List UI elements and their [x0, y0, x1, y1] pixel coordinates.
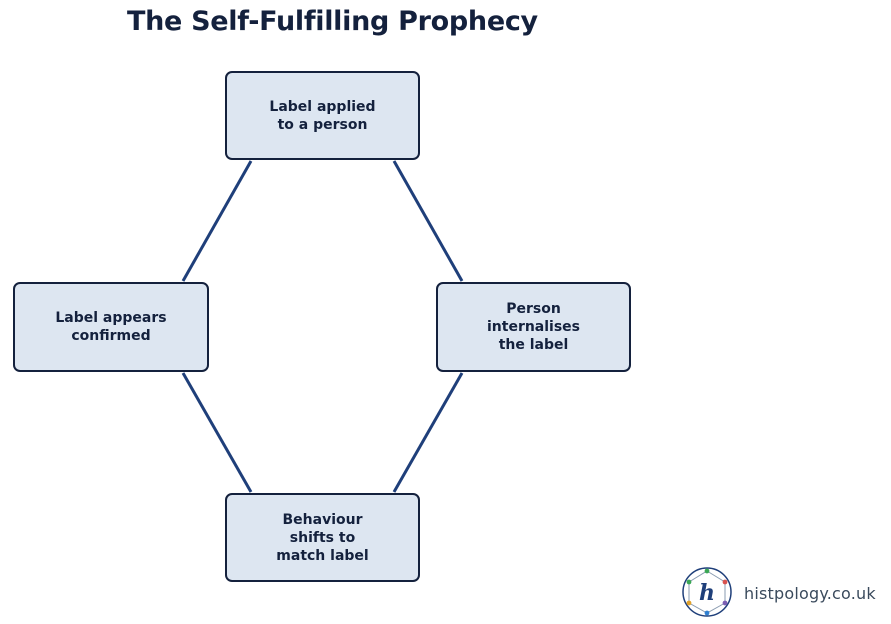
node-text-line: match label: [276, 547, 369, 564]
node-text-line: confirmed: [71, 328, 151, 344]
node-text-line: Behaviour: [282, 511, 363, 528]
node-text-line: the label: [498, 337, 569, 353]
brand-site-name: histpology.co.uk: [744, 584, 876, 603]
node-text-line: Label applied: [269, 98, 376, 115]
node-person-internalises: Person internalises the label: [436, 282, 631, 372]
logo-letter: h: [699, 580, 715, 606]
connector-right-bottom: [392, 372, 464, 493]
node-text-line: internalises: [486, 319, 581, 335]
node-text-line: to a person: [277, 116, 368, 133]
node-text-line: Person: [506, 301, 561, 317]
connector-top-right: [392, 160, 464, 282]
node-text-line: Label appears: [55, 310, 167, 326]
histpology-logo-icon: h: [682, 567, 732, 617]
node-behaviour-shifts: Behaviour shifts to match label: [225, 493, 420, 582]
node-label-confirmed: Label appears confirmed: [13, 282, 209, 372]
page-title: The Self-Fulfilling Prophecy: [127, 6, 538, 37]
connector-bottom-left: [181, 372, 253, 493]
brand-watermark: h histpology.co.uk: [680, 566, 885, 618]
connector-left-top: [181, 160, 253, 282]
node-text-line: shifts to: [289, 529, 356, 546]
node-label-applied: Label applied to a person: [225, 71, 420, 160]
